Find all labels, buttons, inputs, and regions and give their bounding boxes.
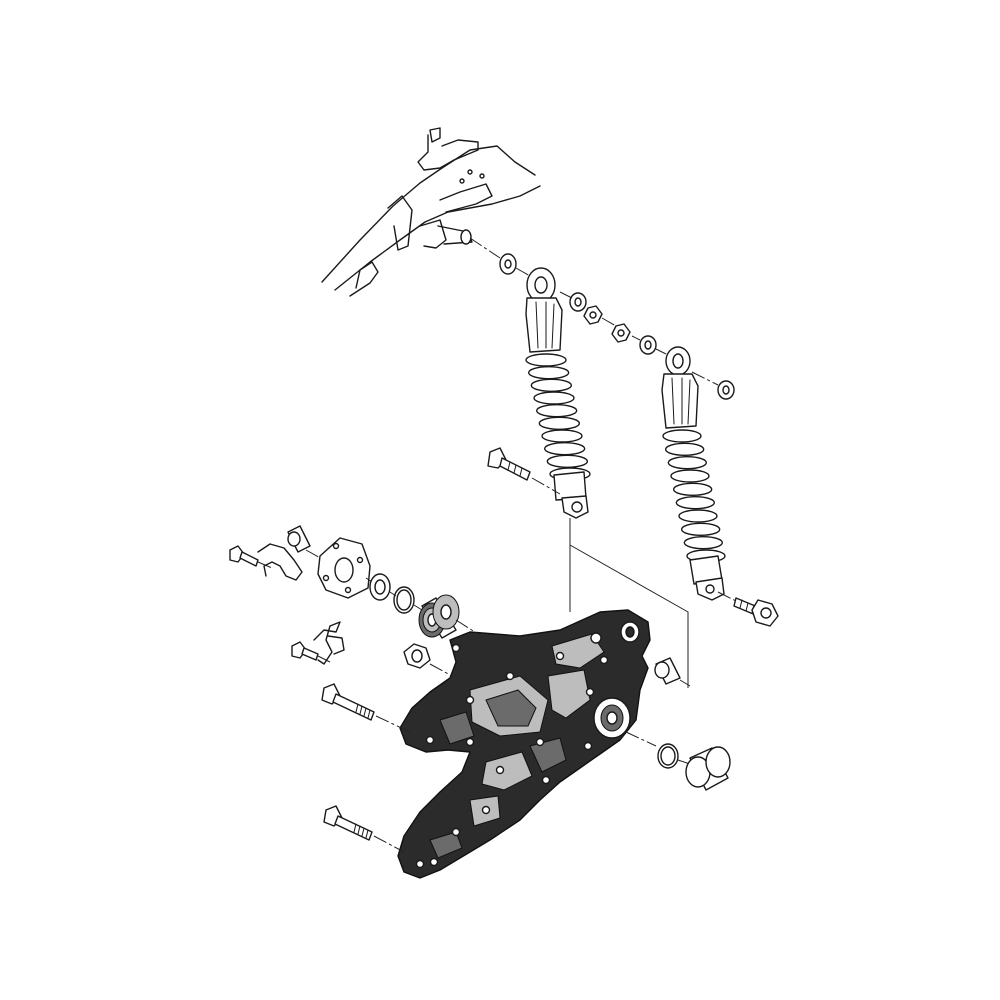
bolt-icon (487, 447, 561, 495)
shock-absorber-icon (525, 267, 591, 519)
assembly-leader-lines (569, 518, 689, 688)
spring-coil (541, 429, 583, 443)
ball-bearing-icon (418, 594, 460, 639)
bolt-hole (415, 859, 425, 869)
bolt-hole (535, 737, 545, 747)
bolt-hole (495, 765, 505, 775)
spring-coil (675, 495, 716, 510)
shock-absorber-icon (661, 346, 726, 601)
spring-coil (680, 522, 721, 537)
bolt-hole (429, 857, 439, 867)
bolt-icon (717, 591, 779, 627)
circlip-icon (625, 731, 679, 769)
bolt-hole (585, 687, 595, 697)
spring-coil (683, 535, 724, 550)
spring-coil (667, 455, 708, 470)
frame-section-icon (321, 127, 541, 297)
bolt-icon (323, 805, 405, 853)
swingarm-casting-icon (397, 609, 651, 879)
spring-coil (672, 482, 713, 497)
bolt-hole (465, 737, 475, 747)
circlip-icon (393, 586, 415, 614)
bolt-hole (583, 741, 593, 751)
bolt-hole (451, 827, 461, 837)
collar-sleeve-icon (654, 657, 691, 687)
spring-coil (678, 509, 718, 523)
bolt-hole (599, 655, 609, 665)
bolt-hole (541, 775, 551, 785)
bolt-hole (481, 805, 491, 815)
hose-clamp-icon (313, 621, 341, 665)
spring-coil (530, 378, 573, 393)
spring-coil (533, 391, 575, 405)
bolt-icon (321, 683, 411, 733)
spring-coil (546, 454, 589, 469)
bolt-hole (505, 671, 515, 681)
lower-left-hardware (291, 621, 453, 853)
bolt-hole (465, 695, 475, 705)
collar-sleeve-icon (677, 746, 731, 791)
bolt-hole (451, 643, 461, 653)
spring-coil (538, 416, 581, 431)
spring-coil (527, 365, 570, 380)
spring-coil (525, 353, 567, 367)
bolt-hole (425, 735, 435, 745)
bolt-hole (555, 651, 565, 661)
spring-coil (662, 429, 702, 443)
spring-coil (670, 469, 710, 483)
left-hardware-group (229, 525, 479, 639)
spring-coil (543, 441, 586, 456)
clip-icon (257, 543, 303, 581)
upper-mount-hardware (499, 253, 735, 400)
spring-coil (535, 403, 578, 418)
spring-coil (664, 442, 705, 457)
